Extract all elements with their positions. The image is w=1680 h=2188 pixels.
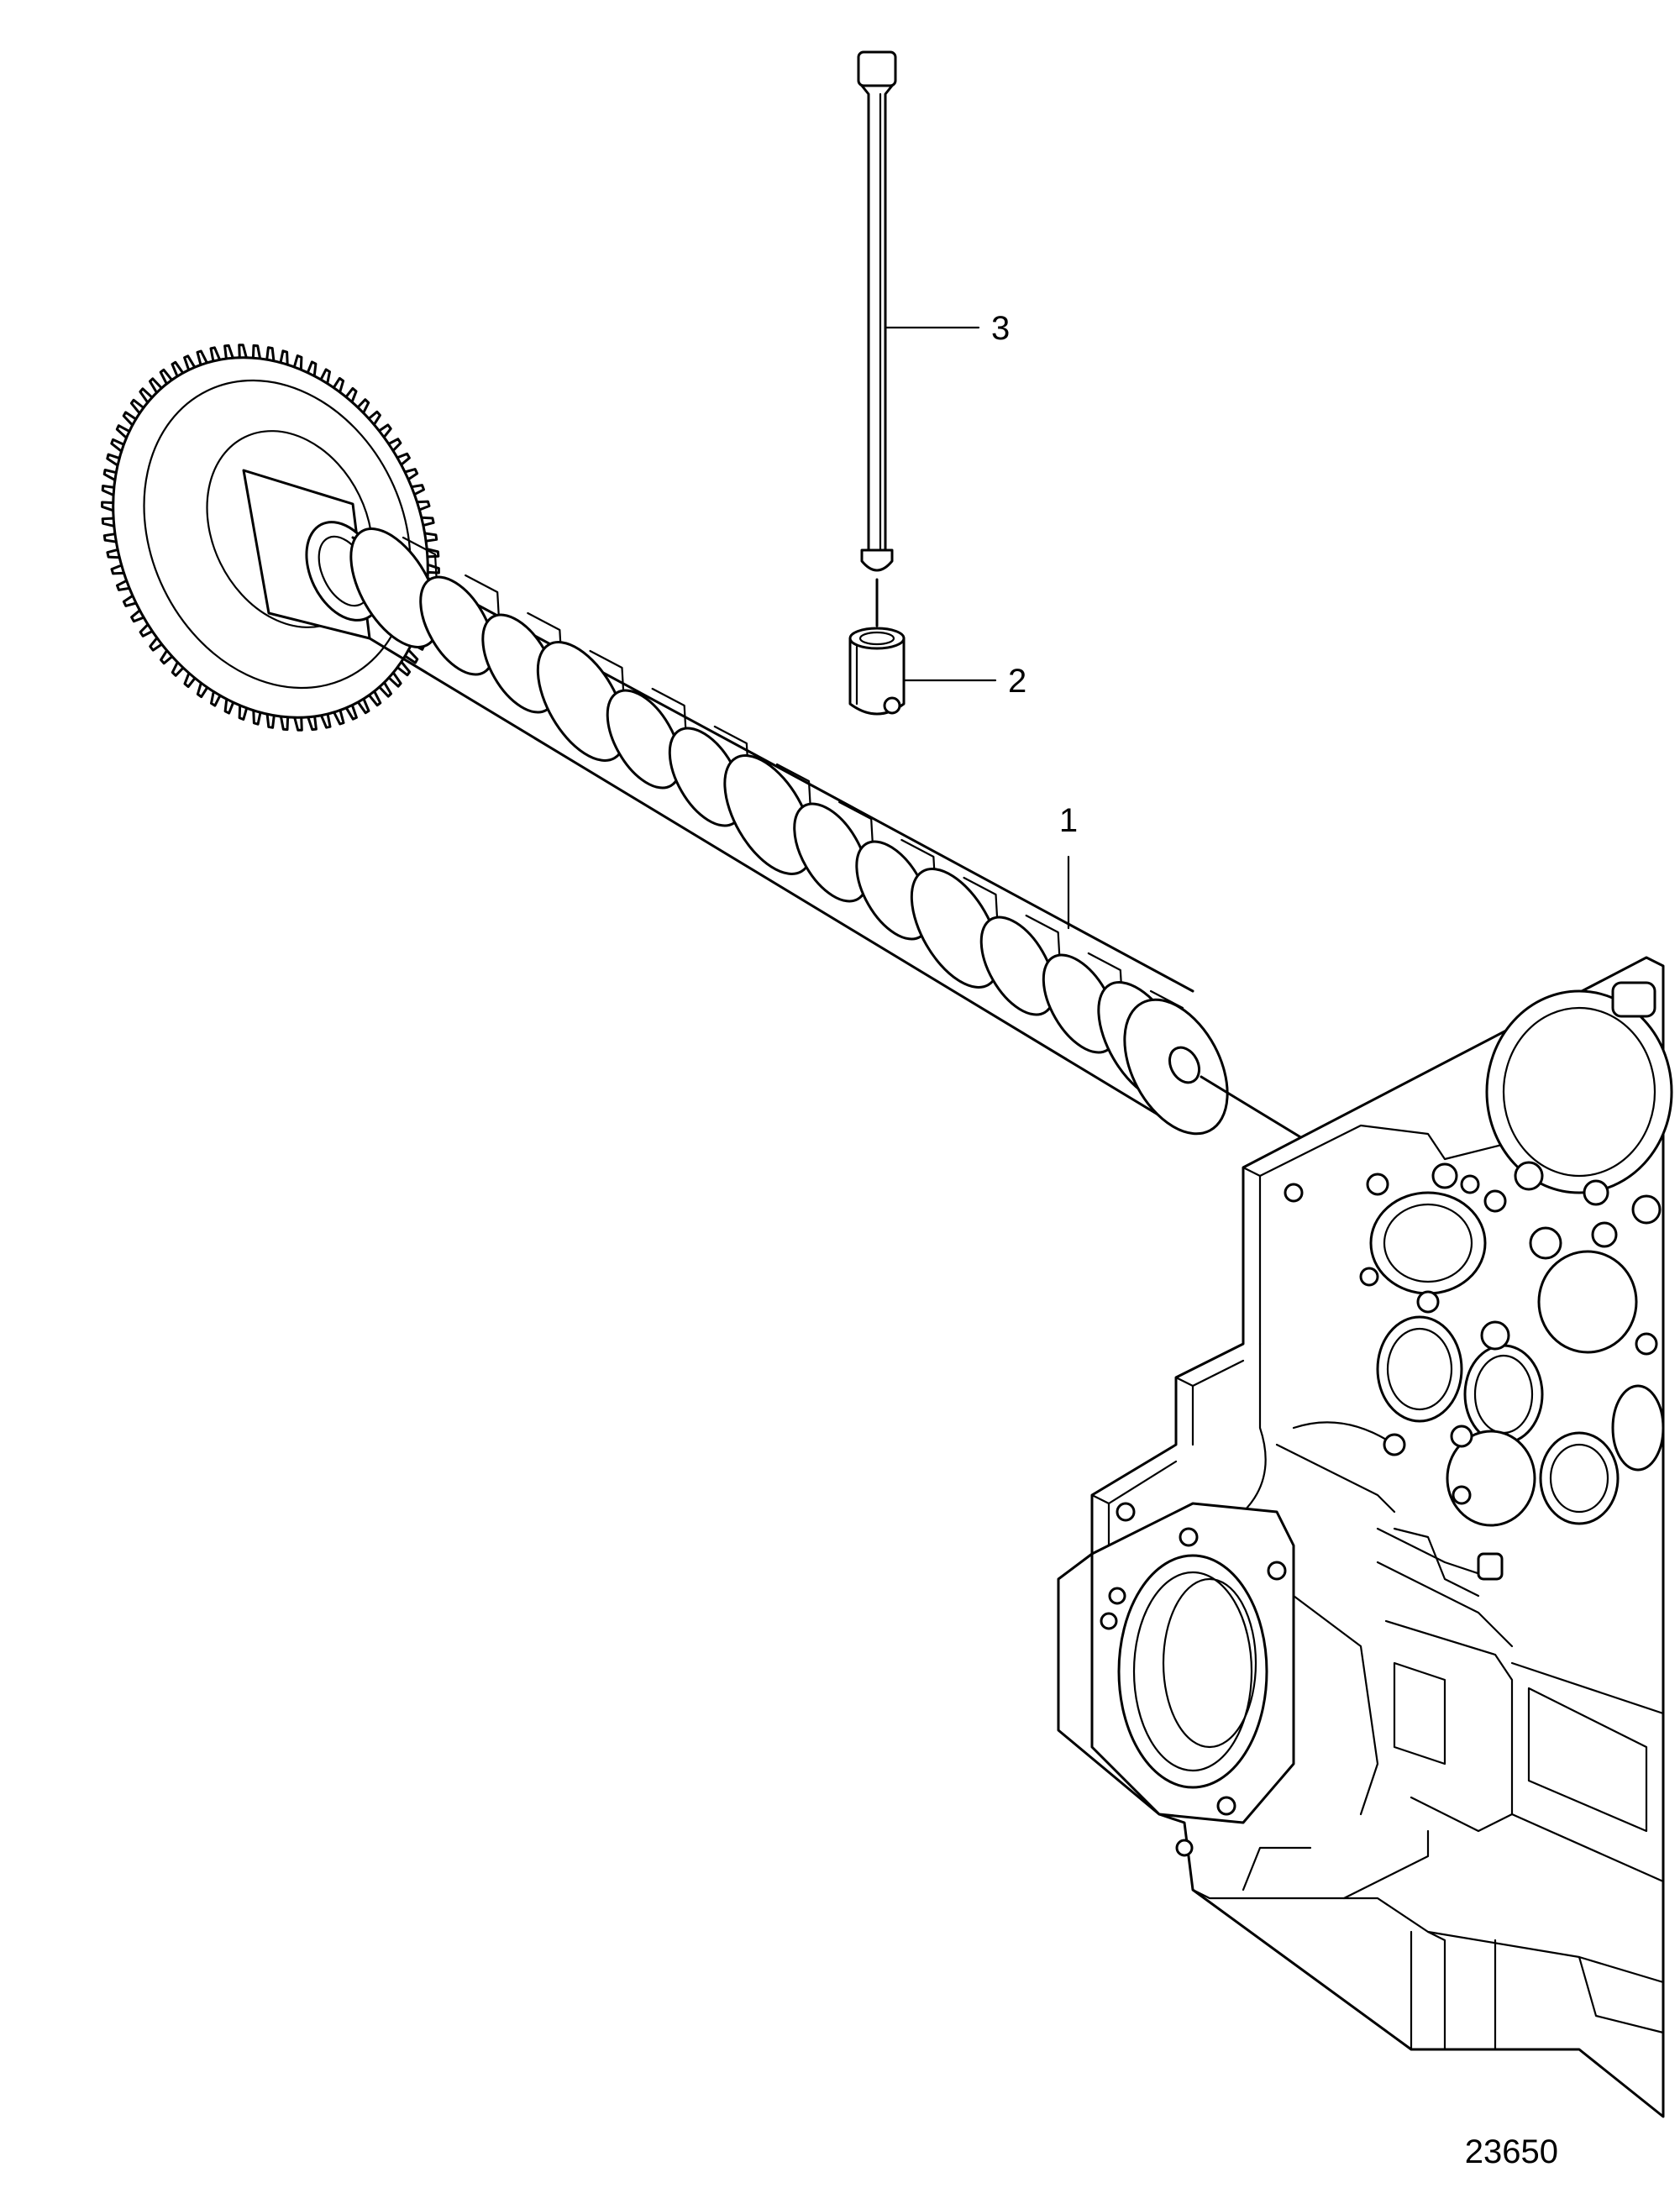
callout-label-3: 3 xyxy=(991,310,1010,347)
camshaft-lobe xyxy=(419,575,496,676)
callout-pushrod: 3 xyxy=(884,310,1010,347)
camshaft-journal xyxy=(910,868,1001,989)
camshaft-lobe xyxy=(793,802,869,903)
figure-number: 23650 xyxy=(1465,2133,1558,2170)
camshaft xyxy=(101,344,1308,1142)
camshaft-lobe xyxy=(606,689,682,790)
callout-camshaft: 1 xyxy=(1059,802,1078,930)
callout-label-2: 2 xyxy=(1008,663,1026,700)
camshaft-journal xyxy=(349,527,440,648)
engine-block xyxy=(1057,956,1673,2118)
camshaft-lobe xyxy=(979,916,1056,1016)
callout-tappet: 2 xyxy=(902,663,1026,700)
camshaft-journal xyxy=(536,641,627,762)
camshaft-journal xyxy=(723,754,814,875)
tappet xyxy=(848,627,906,716)
pushrod xyxy=(857,50,897,627)
callout-label-1: 1 xyxy=(1059,802,1078,839)
